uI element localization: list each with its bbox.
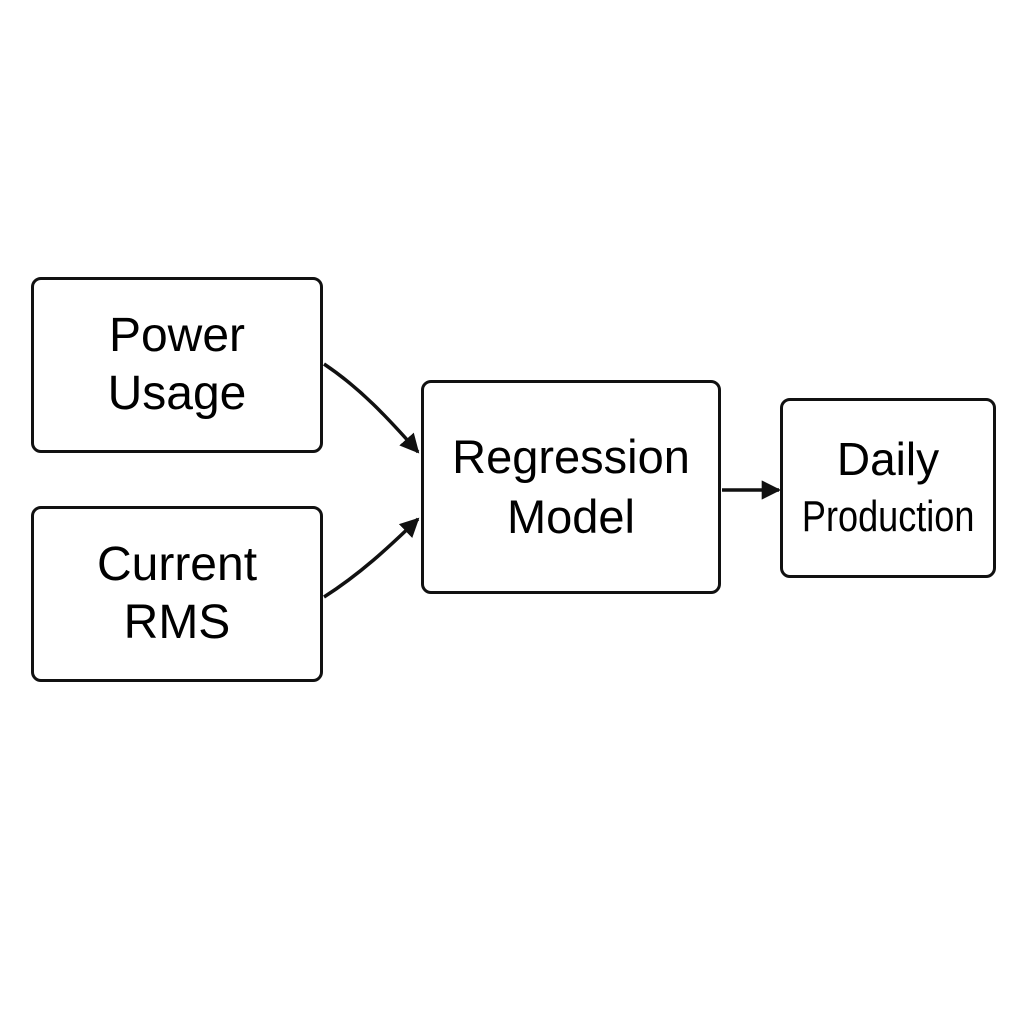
node-daily-production-line1: Daily <box>836 433 940 485</box>
node-daily-production: Daily Production <box>780 398 996 578</box>
node-regression-model: Regression Model <box>421 380 721 594</box>
edge-power-usage-to-regression-model <box>323 362 420 454</box>
edge-current-rms-to-regression-model <box>323 517 420 599</box>
node-current-rms-line1: Current <box>96 538 258 591</box>
node-power-usage: Power Usage <box>31 277 323 453</box>
node-daily-production-line2: Production <box>801 492 975 541</box>
node-regression-model-line1: Regression <box>452 430 690 483</box>
node-regression-model-line2: Model <box>506 490 635 543</box>
node-power-usage-line1: Power <box>108 309 246 362</box>
node-current-rms-line2: RMS <box>123 596 231 649</box>
node-power-usage-line2: Usage <box>107 367 247 420</box>
node-current-rms: Current RMS <box>31 506 323 682</box>
